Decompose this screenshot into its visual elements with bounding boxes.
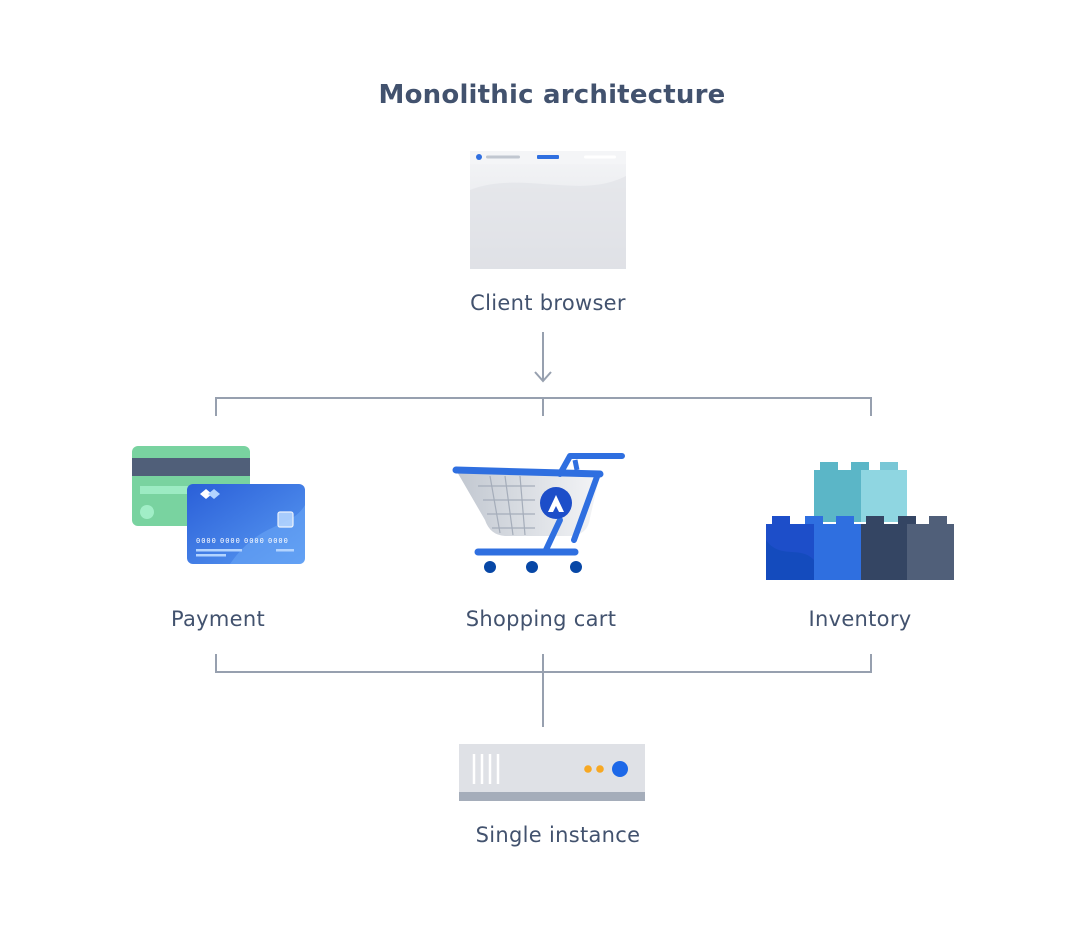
- diagram-title: Monolithic architecture: [378, 80, 726, 110]
- server-status-dot-orange-2: [596, 765, 604, 773]
- card-number-group-1: 0000: [196, 537, 217, 545]
- credit-cards-icon: 0000 0000 0000 0000: [132, 446, 305, 564]
- browser-window-icon: [470, 151, 626, 269]
- shopping-cart-icon: [452, 453, 625, 573]
- server-status-dot-blue: [612, 761, 628, 777]
- single-instance-label: Single instance: [475, 823, 641, 847]
- server-icon: [459, 744, 645, 801]
- card-number-group-2: 0000: [220, 537, 241, 545]
- inventory-label: Inventory: [808, 607, 912, 631]
- server-status-dot-orange-1: [584, 765, 592, 773]
- shopping-cart-label: Shopping cart: [465, 607, 617, 631]
- building-blocks-icon: [766, 462, 954, 580]
- card-number-group-3: 0000: [244, 537, 265, 545]
- card-number-group-4: 0000: [268, 537, 289, 545]
- payment-label: Payment: [170, 607, 266, 631]
- client-browser-label: Client browser: [470, 291, 626, 315]
- connector-lines: [215, 332, 872, 727]
- arrow-head: [534, 371, 552, 383]
